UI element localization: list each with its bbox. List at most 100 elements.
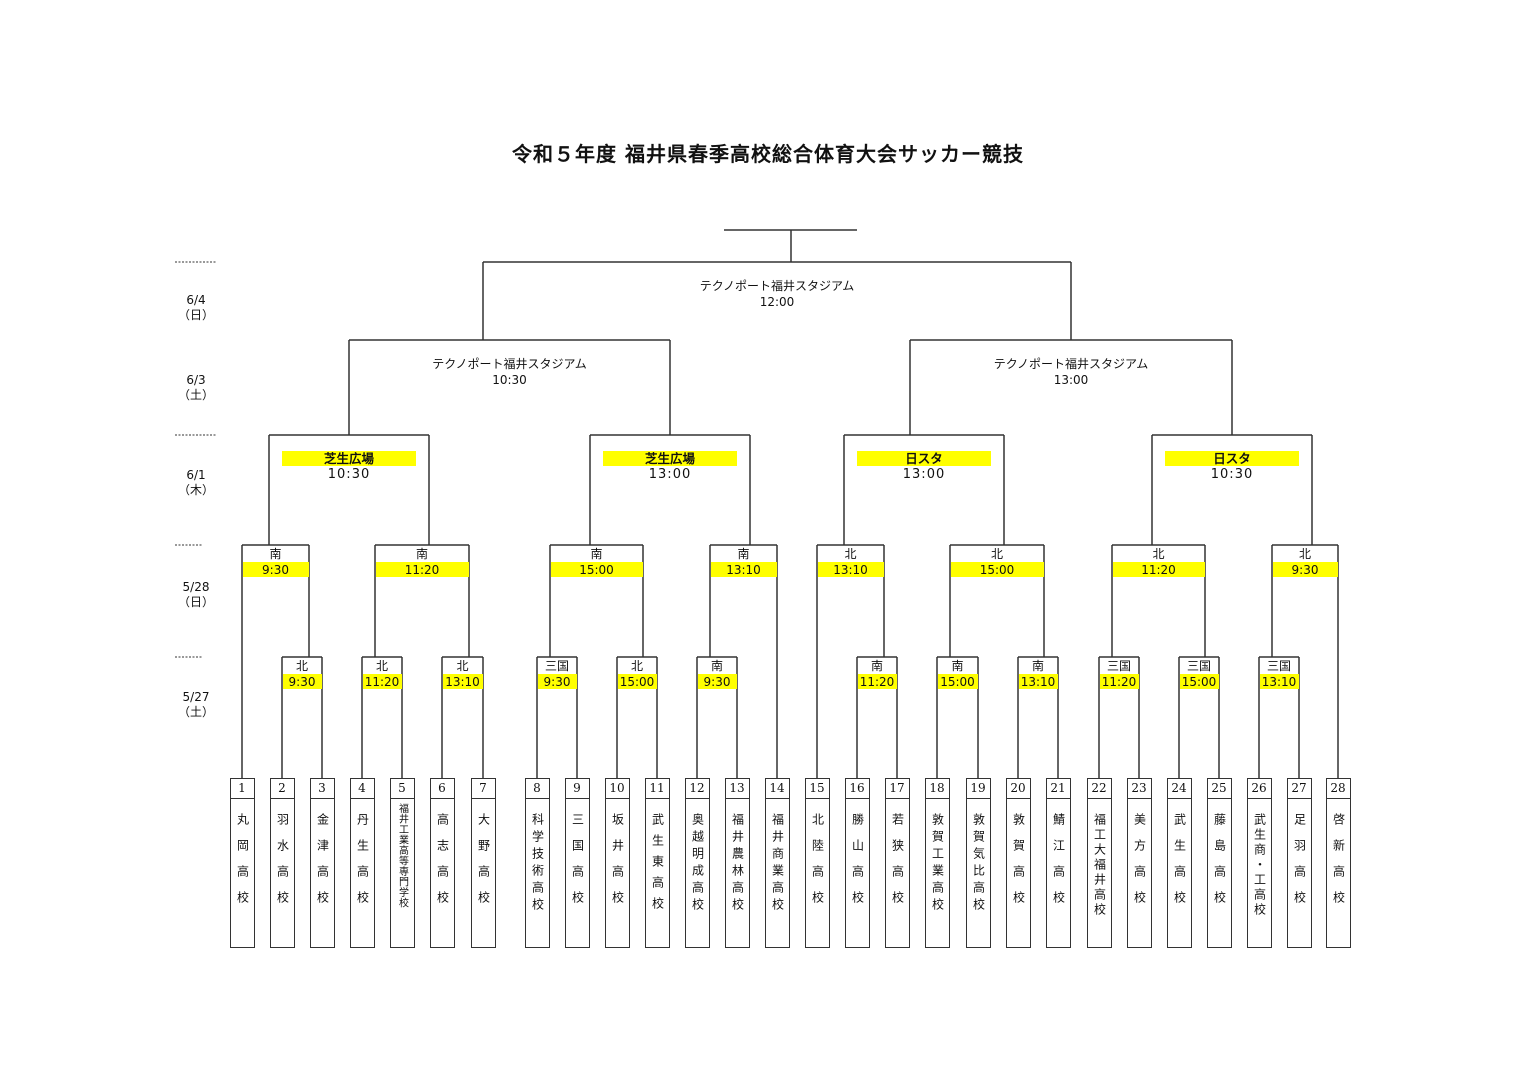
team-number: 8 [525, 779, 549, 799]
time-highlight [1273, 562, 1338, 577]
team-number: 16 [845, 779, 869, 799]
team-number: 19 [966, 779, 990, 799]
match-venue: 南 [1031, 659, 1045, 673]
team-number: 1 [230, 779, 254, 799]
team-box: 28 啓新高校 [1325, 778, 1351, 948]
team-name: 美方高校 [1132, 813, 1147, 917]
team-number: 22 [1087, 779, 1111, 799]
time-highlight [376, 562, 469, 577]
match-venue: 南 [710, 659, 724, 673]
match-venue: 三国 [1106, 659, 1132, 673]
date-label: 6/4（日） [170, 293, 222, 323]
match-time: 13:10 [1020, 675, 1056, 689]
weekday: （土） [177, 388, 214, 402]
team-number: 4 [350, 779, 374, 799]
match-time: 11:20 [404, 563, 440, 577]
match-time: 10:30 [492, 373, 527, 387]
match-time: 15:00 [1181, 675, 1217, 689]
time-highlight [818, 562, 884, 577]
match-time: 10:30 [1210, 467, 1254, 482]
time-highlight [551, 562, 643, 577]
date-label: 5/28（日） [170, 580, 222, 610]
team-name: 金津高校 [315, 813, 330, 917]
time-highlight [538, 674, 577, 689]
match-venue: 南 [415, 547, 429, 561]
team-name: 坂井高校 [610, 813, 625, 917]
team-name: 武生東高校 [650, 813, 665, 918]
team-number: 11 [645, 779, 669, 799]
match-venue: テクノポート福井スタジアム [699, 279, 855, 293]
team-name: 敦賀気比高校 [971, 813, 986, 915]
match-time: 13:10 [445, 675, 480, 689]
team-number: 17 [885, 779, 909, 799]
match-time: 11:20 [859, 675, 895, 689]
weekday: （木） [177, 483, 214, 497]
team-name: 福井工業高等専門学校 [396, 803, 408, 908]
team-name: 三国高校 [570, 813, 585, 917]
team-name: 啓新高校 [1331, 813, 1346, 917]
team-name: 福工大福井高校 [1092, 813, 1107, 918]
time-highlight [1113, 562, 1205, 577]
team-name: 高志高校 [435, 813, 450, 917]
team-name: 藤島高校 [1212, 813, 1227, 917]
team-number: 20 [1006, 779, 1030, 799]
match-venue: テクノポート福井スタジアム [993, 357, 1149, 371]
weekday: （日） [177, 308, 214, 322]
team-number: 6 [430, 779, 454, 799]
team-box: 8 科学技術高校 [524, 778, 550, 948]
team-number: 28 [1326, 779, 1350, 799]
match-venue: 北 [990, 547, 1004, 561]
date: 6/4 [186, 293, 206, 307]
match-venue: 三国 [544, 659, 570, 673]
team-name: 丸岡高校 [235, 813, 250, 917]
team-number: 5 [390, 779, 414, 799]
match-time: 13:00 [648, 467, 692, 482]
team-name: 敦賀高校 [1011, 813, 1026, 917]
time-highlight [951, 562, 1044, 577]
match-venue: 南 [951, 659, 964, 673]
match-time: 15:00 [579, 563, 614, 577]
time-highlight [1180, 674, 1219, 689]
match-time: 9:30 [288, 675, 316, 689]
match-time: 10:30 [327, 467, 371, 482]
match-venue: 南 [737, 547, 750, 561]
match-venue: 北 [844, 547, 857, 561]
team-box: 22 福工大福井高校 [1086, 778, 1112, 948]
match-time: 9:30 [703, 675, 731, 689]
time-highlight [698, 674, 737, 689]
weekday: （土） [177, 705, 214, 719]
team-name: 大野高校 [476, 813, 491, 917]
team-box: 16 勝山高校 [844, 778, 870, 948]
match-venue: 芝生広場 [323, 451, 375, 466]
team-name: 勝山高校 [850, 813, 865, 917]
team-name: 武生商・工高校 [1252, 813, 1267, 918]
match-time: 15:00 [940, 675, 975, 689]
time-highlight [363, 674, 402, 689]
match-venue: 三国 [1266, 659, 1292, 673]
time-highlight [618, 674, 657, 689]
team-box: 19 敦賀気比高校 [965, 778, 991, 948]
team-box: 1 丸岡高校 [229, 778, 255, 948]
team-name: 科学技術高校 [530, 813, 545, 915]
team-number: 23 [1127, 779, 1151, 799]
match-time: 11:20 [1141, 563, 1176, 577]
match-time: 13:10 [833, 563, 868, 577]
match-venue: 南 [870, 659, 884, 673]
page-title: 令和５年度 福井県春季高校総合体育大会サッカー競技 [512, 142, 1024, 166]
match-time: 15:00 [979, 563, 1015, 577]
time-highlight [711, 562, 777, 577]
team-number: 24 [1167, 779, 1191, 799]
time-highlight [858, 674, 897, 689]
time-highlight [1100, 674, 1139, 689]
match-time: 9:30 [543, 675, 571, 689]
team-name: 足羽高校 [1292, 813, 1307, 917]
